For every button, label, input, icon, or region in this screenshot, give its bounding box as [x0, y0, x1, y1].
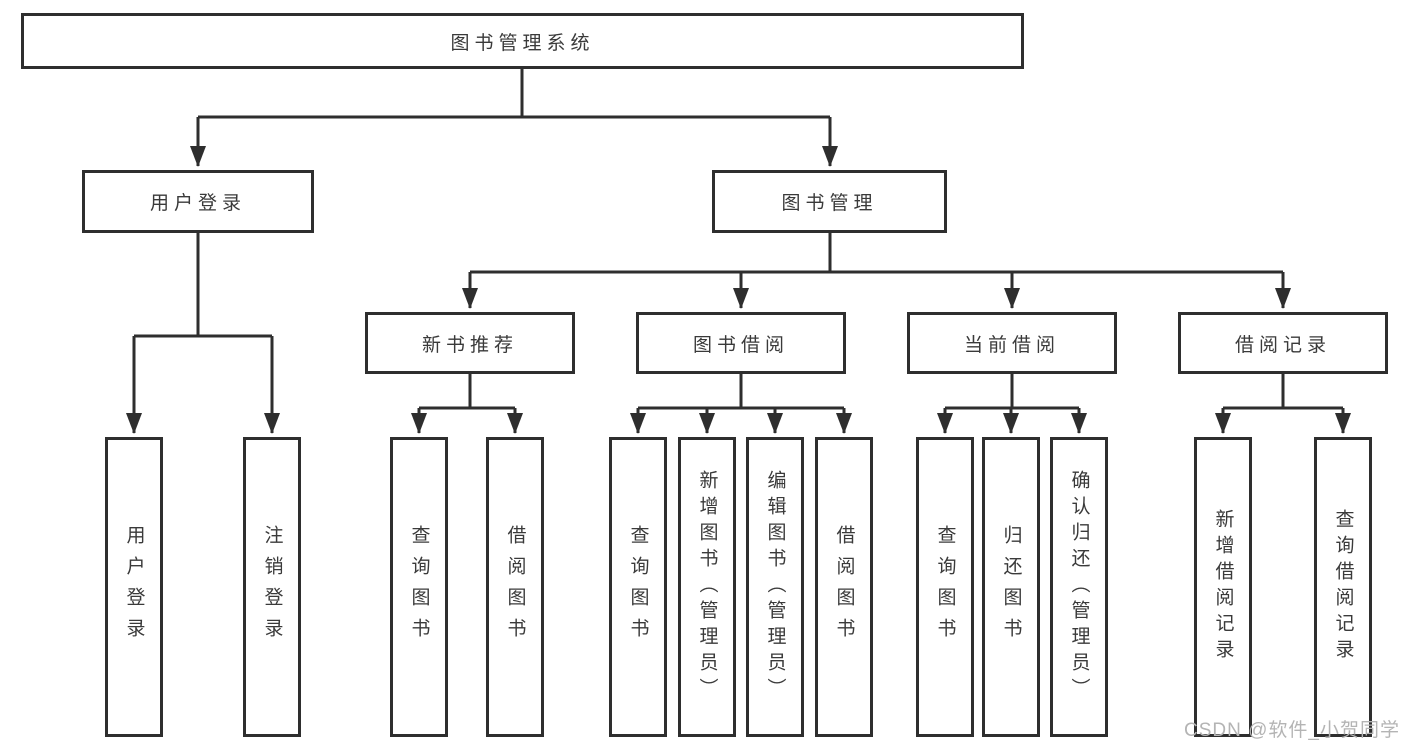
leaf-add-borrow-record: 新增借阅记录 [1194, 437, 1252, 737]
leaf-label: 借阅图书 [504, 525, 526, 649]
node-borrowing-records: 借阅记录 [1178, 312, 1388, 374]
leaf-label: 查询图书 [408, 525, 430, 649]
node-label: 当前借阅 [963, 334, 1060, 356]
leaf-label: 查询图书 [627, 525, 649, 649]
leaf-edit-book-admin: 编辑图书（管理员） [746, 437, 804, 737]
node-label: 新书推荐 [421, 334, 518, 356]
node-current-borrowing: 当前借阅 [907, 312, 1117, 374]
leaf-label: 用户登录 [123, 525, 145, 649]
node-book-management: 图书管理 [712, 170, 947, 233]
node-label: 图书管理 [781, 193, 878, 214]
leaf-label: 新增借阅记录 [1212, 509, 1234, 665]
leaf-return-book: 归还图书 [982, 437, 1040, 737]
leaf-query-borrow-record: 查询借阅记录 [1314, 437, 1372, 737]
leaf-borrow-book-borrowing: 借阅图书 [815, 437, 873, 737]
node-book-borrowing: 图书借阅 [636, 312, 846, 374]
node-label: 图书管理系统 [450, 32, 595, 54]
leaf-logout: 注销登录 [243, 437, 301, 737]
leaf-query-book-borrowing: 查询图书 [609, 437, 667, 737]
leaf-add-book-admin: 新增图书（管理员） [678, 437, 736, 737]
leaf-label: 归还图书 [1000, 525, 1022, 649]
leaf-label: 编辑图书（管理员） [764, 470, 786, 704]
leaf-borrow-book-recommendation: 借阅图书 [486, 437, 544, 737]
node-label: 用户登录 [149, 193, 246, 214]
leaf-label: 注销登录 [261, 525, 283, 649]
leaf-confirm-return-admin: 确认归还（管理员） [1050, 437, 1108, 737]
leaf-label: 借阅图书 [833, 525, 855, 649]
node-system-root: 图书管理系统 [21, 13, 1024, 69]
node-label: 图书借阅 [692, 334, 789, 356]
leaf-label: 查询借阅记录 [1332, 509, 1354, 665]
leaf-query-book-current: 查询图书 [916, 437, 974, 737]
node-user-login: 用户登录 [82, 170, 314, 233]
leaf-label: 新增图书（管理员） [696, 470, 718, 704]
leaf-user-login: 用户登录 [105, 437, 163, 737]
csdn-watermark: CSDN @软件_小贺同学 [1184, 720, 1400, 741]
leaf-label: 确认归还（管理员） [1068, 470, 1090, 704]
node-new-book-recommendation: 新书推荐 [365, 312, 575, 374]
node-label: 借阅记录 [1234, 334, 1331, 356]
leaf-label: 查询图书 [934, 525, 956, 649]
leaf-query-book-recommendation: 查询图书 [390, 437, 448, 737]
